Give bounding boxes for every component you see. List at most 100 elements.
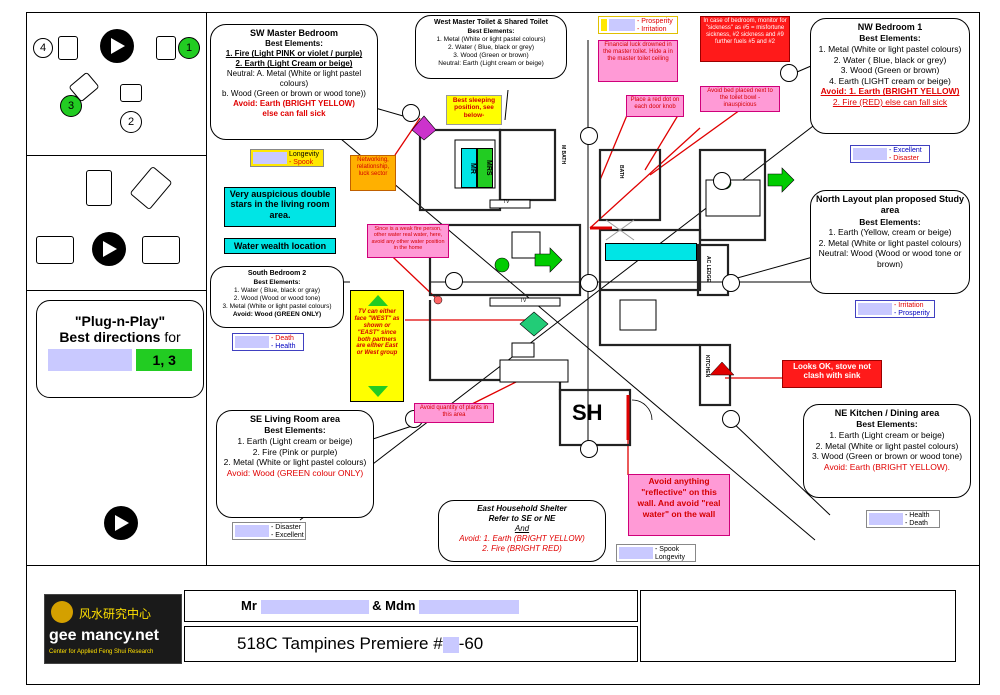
- plug-numbers: 1, 3: [136, 349, 193, 371]
- mr-block: MR: [461, 148, 477, 188]
- tv-direction-note: TV can either face "WEST" as shown or "E…: [350, 290, 404, 402]
- nw-subtitle: Best Elements:: [859, 33, 921, 44]
- down-arrow-icon: [368, 386, 388, 397]
- study-water-block: [605, 243, 697, 261]
- flying-star-marker: [580, 440, 598, 458]
- shelter-label: SH: [572, 400, 603, 425]
- plants-note: Avoid quantity of plants in this area: [414, 403, 494, 423]
- es-avoid2: 2. Fire (BRIGHT RED): [482, 544, 562, 553]
- avoid-bed-note: Avoid bed placed next to the toilet bowl…: [700, 86, 780, 112]
- left-column: [26, 12, 207, 565]
- plug-n-play-box: "Plug-n-Play" Best directions for 1, 3: [36, 300, 204, 398]
- dining-table: [619, 299, 657, 331]
- left-divider-1: [26, 155, 206, 156]
- sw-avoid2: else can fall sick: [262, 109, 326, 119]
- stove-note: Looks OK, stove not clash with sink: [782, 360, 882, 388]
- reflective-wall-note: Avoid anything "reflective" on this wall…: [628, 474, 730, 536]
- tag-disaster-text: - Disaster: [889, 155, 919, 162]
- ns-line3: Neutral: Wood (Wood or wood tone or brow…: [818, 248, 962, 269]
- red-pointer: [599, 107, 631, 181]
- tag-east: - Spook Longevity: [616, 544, 696, 562]
- double-stars-note: Very auspicious double stars in the livi…: [224, 187, 336, 227]
- nw-avoid2: 2. Fire (RED) else can fall sick: [832, 97, 948, 107]
- flying-star-marker: [722, 410, 740, 428]
- ns-line1: 1. Earth (Yellow, cream or beige): [828, 227, 952, 238]
- green-arrow: [767, 167, 795, 193]
- se-line1: 1. Earth (Light cream or beige): [237, 435, 353, 446]
- es-line1: Refer to SE or NE: [488, 514, 556, 523]
- sickness-note: In case of bedroom, monitor for "sicknes…: [700, 16, 790, 62]
- flying-star-marker: [580, 274, 598, 292]
- nw-avoid1: Avoid: 1. Earth (BRIGHT YELLOW): [820, 86, 960, 97]
- tag-n-prosperity-text: - Prosperity: [894, 310, 930, 317]
- north-study-box: North Layout plan proposed Study area Be…: [810, 190, 970, 294]
- bed-icon: [142, 236, 180, 264]
- bedroom1-wall: [698, 148, 767, 242]
- green-arrow: [534, 247, 563, 273]
- sw-avoid1: Avoid: Earth (BRIGHT YELLOW): [233, 99, 355, 109]
- south-bedroom-box: South Bedroom 2 Best Elements: 1. Water …: [210, 266, 344, 328]
- tv-cabinet: [489, 199, 531, 209]
- flying-star-marker: [722, 274, 740, 292]
- client-mdm: & Mdm: [372, 598, 416, 613]
- ne-title: NE Kitchen / Dining area: [834, 408, 940, 418]
- ac-ledge-label: AC LEDGE: [705, 256, 711, 282]
- nw-line4: 4. Earth (LIGHT cream or beige): [829, 75, 951, 86]
- green-dot: [494, 257, 510, 273]
- tag-health-text: - Health: [271, 343, 296, 350]
- ne-line3: 3. Wood (Green or brown or wood tone): [811, 451, 963, 462]
- nw-bedroom-box: NW Bedroom 1 Best Elements: 1. Metal (Wh…: [810, 18, 970, 134]
- bath-label: BATH: [618, 165, 624, 179]
- bed-2: [511, 231, 541, 259]
- tag-e-spook-text: - Spook: [655, 546, 680, 553]
- address-box: 518C Tampines Premiere #-60: [184, 626, 638, 662]
- left-divider-2: [26, 290, 206, 291]
- ns-subtitle: Best Elements:: [859, 216, 921, 227]
- address-suffix: -60: [458, 634, 484, 653]
- nw-line2: 2. Water ( Blue, black or grey): [833, 54, 947, 65]
- red-pointer: [589, 127, 701, 229]
- sleeping-position-note: Best sleeping position, see below-: [446, 95, 502, 125]
- se-title: SE Living Room area: [249, 414, 341, 424]
- position-2-badge: 2: [120, 111, 142, 133]
- page-frame: [26, 12, 980, 685]
- geomancy-logo: 风水研究中心 gee mancy.net Center for Applied …: [44, 594, 182, 664]
- sw-line1: 1. Fire (Light PINK or violet / purple): [225, 49, 363, 59]
- sb-line3: 3. Metal (White or light pastel colours): [222, 303, 332, 311]
- mrs-block: MRS: [477, 148, 493, 188]
- ne-line1: 1. Earth (Light cream or beige): [829, 429, 945, 440]
- connector-line: [729, 254, 821, 281]
- ne-line2: 2. Metal (White or light pastel colours): [815, 440, 959, 451]
- wt-subtitle: Best Elements:: [467, 27, 515, 35]
- footer-divider: [26, 565, 980, 566]
- logo-name: gee mancy.net: [49, 627, 159, 644]
- master-bath-wall: [498, 128, 557, 202]
- position-1-badge: 1: [178, 37, 200, 59]
- chair-icon: [58, 36, 78, 60]
- tag-longevity: Longevity - Spook: [250, 149, 324, 167]
- bed-icon: [36, 236, 74, 264]
- tag-north: - Irritation - Prosperity: [855, 300, 935, 318]
- se-line2: 2. Fire (Pink or purple): [252, 446, 338, 457]
- stove-arrow: [709, 361, 735, 376]
- redacted-block: [47, 349, 132, 371]
- tag-spook-text: - Spook: [289, 159, 314, 166]
- position-3-badge: 3: [60, 95, 82, 117]
- footer-blank-box: [640, 590, 956, 662]
- ne-kitchen-box: NE Kitchen / Dining area Best Elements: …: [803, 404, 971, 498]
- direction-arrow-icon: [92, 232, 126, 266]
- nw-line3: 3. Wood (Green or brown): [840, 65, 940, 76]
- tag-se: - Disaster - Excellent: [232, 522, 306, 540]
- tag-ne-death-text: - Death: [905, 520, 928, 527]
- plug-title: "Plug-n-Play": [74, 313, 166, 329]
- door-swing: [631, 399, 653, 421]
- coffee-table: [511, 342, 535, 358]
- living-wall: [428, 300, 562, 400]
- es-avoid1: Avoid: 1. Earth (BRIGHT YELLOW): [459, 534, 585, 543]
- sb-subtitle: Best Elements:: [253, 278, 301, 286]
- logo-chinese: 风水研究中心: [79, 607, 152, 621]
- direction-arrow-icon: [104, 506, 138, 540]
- magenta-diamond: [411, 115, 437, 141]
- red-pointer: [394, 117, 421, 156]
- nw-line1: 1. Metal (White or light pastel colours): [818, 43, 962, 54]
